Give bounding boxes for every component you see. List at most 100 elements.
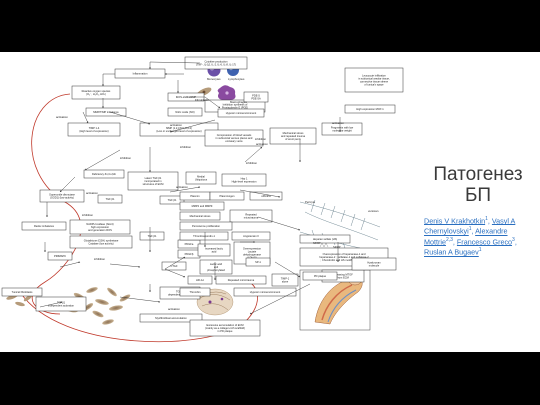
- box-text: MMP2 and MMP9: [192, 204, 213, 208]
- box-text: Mechanical stress: [190, 214, 211, 218]
- box-text: NADPH oxidase (Nox4): [86, 222, 113, 226]
- box-repeated2: Repeated microtrauma: [215, 275, 267, 285]
- inhibition-label: inhibition: [255, 137, 266, 141]
- box-text: PDGFa: [185, 242, 194, 246]
- box-frame: [97, 194, 123, 204]
- pathogenesis-diagram: Cytokine production(TNF-, IL-1β, IL-2, I…: [1, 56, 404, 343]
- box-text: Deficiency Zn,Cu,Mn: [92, 172, 117, 176]
- box-frame: [233, 287, 297, 297]
- box-text: Fragments with low: [331, 125, 353, 129]
- box-text: (High level of expression): [79, 129, 108, 133]
- versican-label: versican: [368, 209, 379, 213]
- box-text: (SOD1) (low activity): [50, 195, 74, 199]
- inhibition-label: inhibition: [82, 213, 93, 217]
- box-text: TGF β1: [168, 198, 177, 202]
- box-sp1: SP-1: [245, 257, 271, 267]
- box-text: alone: [282, 279, 289, 283]
- box-text: Prostaglandin E (PGE): [222, 105, 248, 109]
- box-text: and repeated trauma: [281, 134, 306, 138]
- box-text: dehydrogenase: [243, 252, 261, 256]
- box-text: High-level expression: [232, 179, 257, 183]
- box-frame: [245, 257, 271, 267]
- box-text: of tunica's space: [364, 82, 384, 86]
- box-hypoxia-bottom: Hypoxic microenvironment: [233, 287, 297, 297]
- box-text: PDE-5: [252, 93, 260, 97]
- author-affiliation-marker: 1: [485, 216, 488, 222]
- slide: Cytokine production(TNF-, IL-1β, IL-2, I…: [0, 52, 540, 352]
- inhibition-label: inhibition: [180, 145, 191, 149]
- macrophage-icon: [217, 85, 236, 102]
- author-link[interactable]: Vasyl A Chernylovskyi: [424, 216, 516, 236]
- author-link[interactable]: Francesco Greco: [456, 237, 513, 247]
- box-text: P38MAPK: [54, 254, 66, 258]
- box-text: heparanase-2 ; sulfatase-1 and sulfatase…: [319, 255, 369, 259]
- box-frame: [67, 122, 121, 137]
- box-cytokine: Cytokine production(TNF-, IL-1β, IL-2, I…: [184, 56, 248, 70]
- box-frame: [185, 171, 217, 185]
- box-text: Myofibroblast accumulation: [155, 316, 187, 320]
- box-text: CTGF: [170, 264, 177, 268]
- box-text: Hyaluronan: [367, 260, 381, 264]
- author-link[interactable]: Ruslan A Bugaev: [424, 247, 479, 257]
- slide-title-line: БП: [464, 185, 492, 206]
- box-frame: [184, 56, 248, 70]
- author-link[interactable]: Denis V Krakhotkin: [424, 216, 486, 226]
- box-frame: [197, 243, 231, 257]
- box-text: ; Chondroitin and HS modifying enzymes: [321, 258, 369, 262]
- box-frame: [187, 275, 213, 285]
- box-ecm: Excessive accumulation of ECM(mainly as …: [189, 319, 261, 337]
- box-text: connective tissue sleeve: [360, 79, 389, 83]
- box-text: Glutathione (GSH) synthetase: [84, 238, 119, 242]
- author-link[interactable]: Alexandre Mottrie: [424, 226, 508, 247]
- sfrp-label: SFRP: [313, 241, 321, 245]
- box-frame: [1, 287, 43, 297]
- box-frame: [344, 104, 396, 114]
- box-pd-plaque: PD plaque: [302, 271, 338, 281]
- box-frame: [179, 221, 233, 231]
- box-text: independent activation: [48, 303, 75, 307]
- activation-label: activation: [86, 191, 98, 195]
- box-text: SP-1: [255, 260, 261, 264]
- box-text: Hypoxic microenvironment: [250, 290, 281, 294]
- box-frame: [139, 313, 203, 323]
- author-affiliation-marker: 3: [512, 236, 515, 243]
- box-text: high expression: [91, 225, 110, 229]
- box-pdgfa: PDGFa: [177, 239, 201, 249]
- monocytes-label: Monocytes: [207, 77, 221, 81]
- box-text: Peroxisome proliferation: [192, 224, 221, 228]
- box-upa: uPA/tPA: [249, 191, 283, 201]
- box-frame: [161, 261, 187, 271]
- box-frame: [179, 211, 221, 221]
- box-text: and generation ROS: [88, 228, 112, 232]
- box-text: in subtunical venous plexus and: [216, 136, 253, 140]
- box-text: molecular weight: [332, 128, 352, 132]
- box-text: Latent TGF β1: [145, 176, 162, 180]
- activation-label: activation: [332, 121, 344, 125]
- box-frame: [302, 271, 338, 281]
- box-text: Tunical fibroblasts: [12, 290, 34, 294]
- slide-title: Патогенез БП: [423, 164, 533, 206]
- activation-label: activation: [256, 142, 268, 146]
- box-text: Nitric oxide (NO): [175, 110, 194, 114]
- box-text: Hsp 1: [241, 176, 248, 180]
- box-frame: [269, 127, 317, 145]
- box-text: molecule: [369, 263, 380, 267]
- box-tgf-mid: TGF β1: [139, 231, 165, 241]
- box-frame: [127, 171, 179, 191]
- box-text: High expression MCP-1: [356, 107, 384, 111]
- box-text: (O₂⁻, H₂O₂, HO•): [86, 92, 106, 96]
- box-ctgf: CTGF: [161, 261, 187, 271]
- box-frame: [215, 275, 267, 285]
- box-frame: [35, 296, 87, 312]
- box-frame: [179, 231, 229, 241]
- box-tgf1: TGF β1: [97, 194, 123, 204]
- box-text: Increased lactic: [205, 246, 224, 250]
- box-ros: Reactive oxygen species(O₂⁻, H₂O₂, HO•): [71, 85, 121, 100]
- box-frame: [71, 85, 121, 100]
- box-text: Cytokine production: [205, 59, 228, 63]
